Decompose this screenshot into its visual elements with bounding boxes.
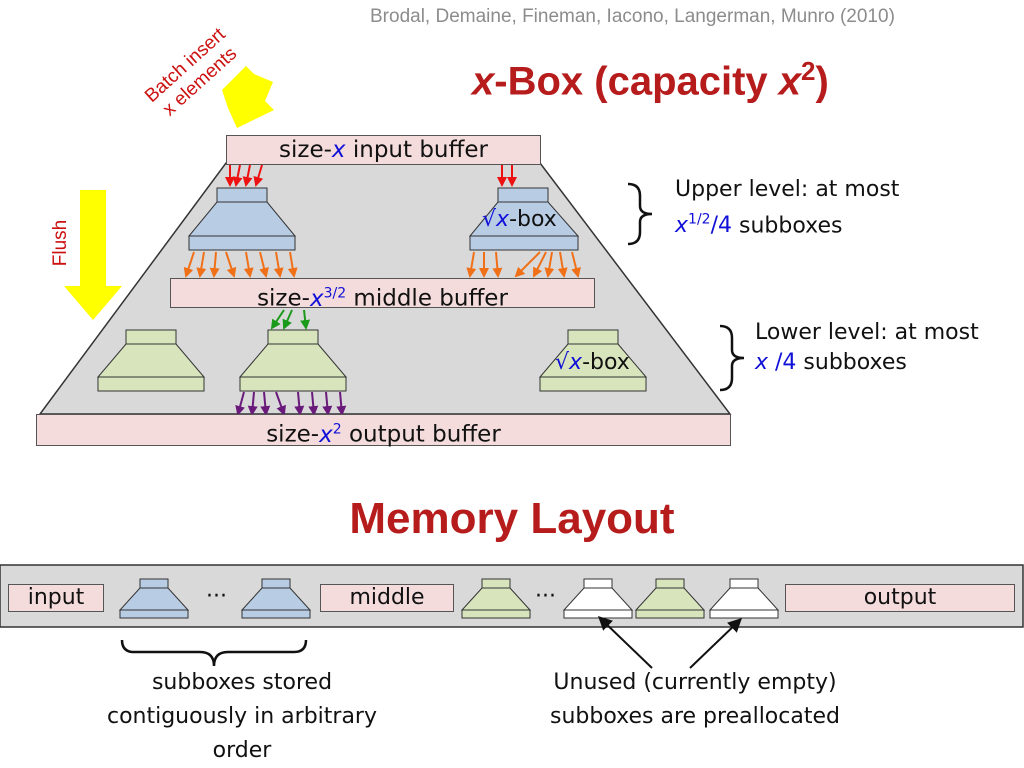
upper-level-note: Upper level: at most x1/2/4 subboxes xyxy=(675,177,900,239)
memory-blue-subbox-1 xyxy=(118,578,190,619)
memory-green-subbox-1 xyxy=(460,578,532,619)
upper-subbox-1 xyxy=(187,187,297,251)
upper-subbox-label: √x-box xyxy=(482,207,557,232)
lower-subbox-3 xyxy=(538,329,648,392)
lower-subbox-2 xyxy=(238,329,348,392)
memory-middle: middle xyxy=(320,584,454,612)
orange-arrows xyxy=(183,251,581,278)
memory-unused-subbox-1 xyxy=(562,578,634,619)
memory-input: input xyxy=(8,584,104,612)
flush-label: Flush xyxy=(50,219,72,267)
unused-arrow-2 xyxy=(689,618,743,669)
purple-arrows xyxy=(235,391,347,416)
lower-brace xyxy=(719,324,745,392)
lower-subbox-1 xyxy=(96,329,206,392)
lower-level-note: Lower level: at most x /4 subboxes xyxy=(755,320,979,375)
memory-layout-title: Memory Layout xyxy=(349,494,675,543)
input-buffer: size-x input buffer xyxy=(226,135,541,165)
middle-buffer: size-x3/2 middle buffer xyxy=(170,278,595,312)
batch-insert-arrow xyxy=(222,66,274,128)
memory-ellipsis-2: ··· xyxy=(535,584,556,609)
green-arrows xyxy=(270,309,311,330)
memory-output: output xyxy=(785,584,1015,612)
output-buffer: size-x2 output buffer xyxy=(36,414,731,448)
citation: Brodal, Demaine, Fineman, Iacono, Langer… xyxy=(370,6,895,27)
upper-subbox-2 xyxy=(468,187,580,251)
memory-brace xyxy=(120,639,308,667)
unused-arrow-1 xyxy=(597,616,653,669)
memory-ellipsis-1: ··· xyxy=(206,584,227,609)
memory-unused-subbox-2 xyxy=(708,578,780,619)
lower-subbox-label: √x-box xyxy=(555,350,630,375)
upper-brace xyxy=(627,182,653,246)
right-caption: Unused (currently empty) subboxes are pr… xyxy=(550,670,840,729)
flush-arrow xyxy=(64,190,122,320)
left-caption: subboxes stored contiguously in arbitrar… xyxy=(106,670,377,763)
memory-blue-subbox-2 xyxy=(240,578,312,619)
memory-green-subbox-2 xyxy=(634,578,706,619)
page-title: x-Box (capacity x2) xyxy=(472,56,829,104)
red-arrows xyxy=(225,164,517,187)
